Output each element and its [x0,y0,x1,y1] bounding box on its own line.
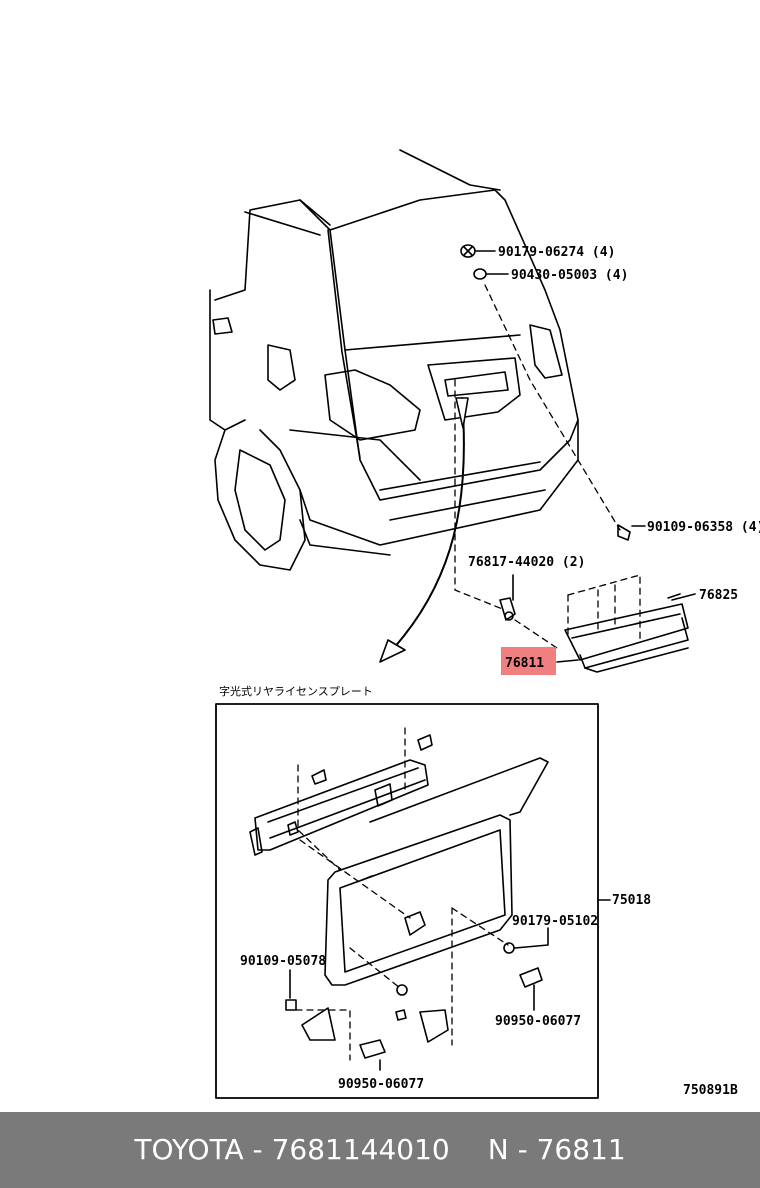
license-lamp-assembly [564,593,689,673]
callout-90109-05078: 90109-05078 [240,954,326,969]
part-number: 7681144010 [271,1133,450,1166]
nut-icon [473,268,487,280]
callout-76825: 76825 [699,588,738,603]
callout-90430-05003: 90430-05003 (4) [511,268,628,283]
vehicle-rear-illustration [209,149,579,571]
part-code: 76811 [536,1133,626,1166]
clip-icon [617,524,631,541]
callout-76817-44020: 76817-44020 (2) [468,555,585,570]
callout-90109-06358: 90109-06358 (4) [647,520,760,535]
inset-license-plate-assembly [249,734,549,1059]
lamp-socket-icon [499,597,516,621]
diagram-code: 750891B [683,1083,738,1098]
callout-90179-05102: 90179-05102 [512,914,598,929]
callout-90179-06274: 90179-06274 (4) [498,245,615,260]
part-prefix: N [487,1133,509,1166]
callout-75018: 75018 [612,893,651,908]
part-info-footer: TOYOTA - 7681144010 N - 76811 [0,1112,760,1188]
highlighted-part-marker [501,647,556,675]
separator: - [508,1133,537,1166]
brand-name: TOYOTA [134,1133,244,1166]
separator: - [243,1133,272,1166]
screw-icon [460,244,476,258]
callout-90950-06077-right: 90950-06077 [495,1014,581,1029]
callout-76811: 76811 [505,656,544,671]
inset-title: 字光式リヤライセンスプレート [219,684,373,698]
callout-90950-06077-bottom: 90950-06077 [338,1077,424,1092]
parts-diagram: 90179-06274 (4) 90430-05003 (4) 90109-06… [209,149,760,1099]
